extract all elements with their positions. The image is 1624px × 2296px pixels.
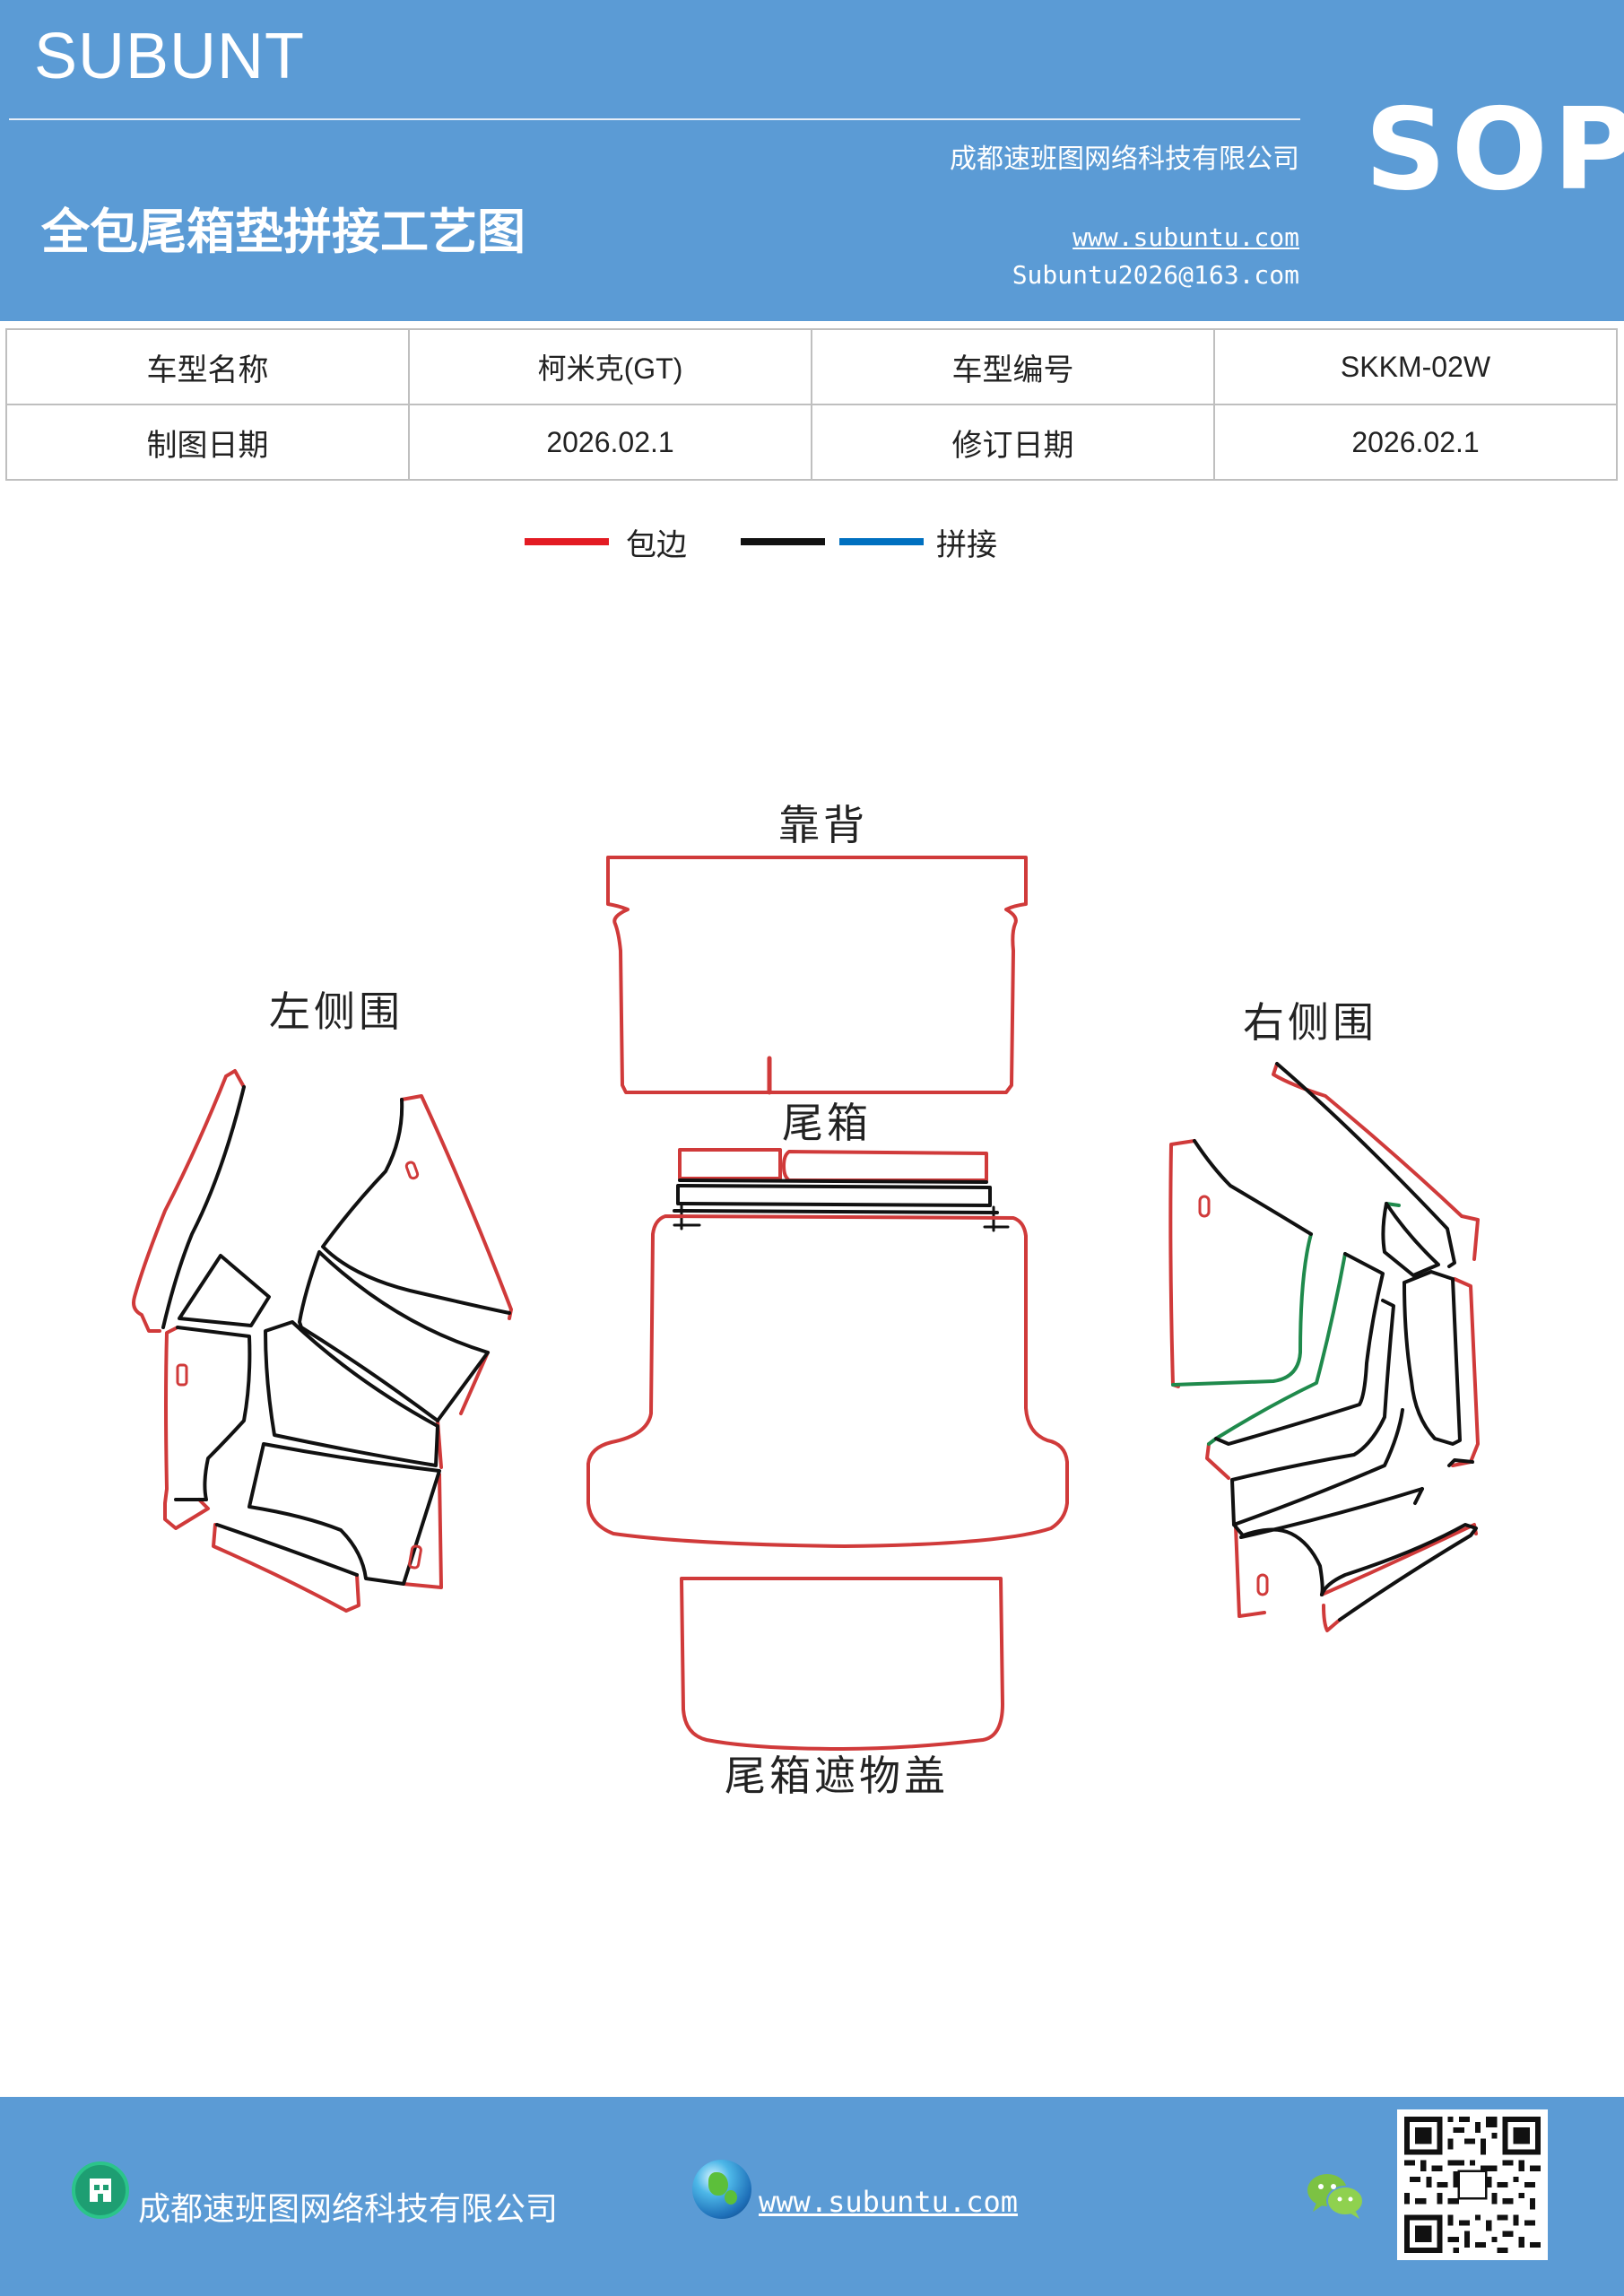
value-draw-date: 2026.02.1 [408,404,812,481]
label-right-side: 右侧围 [1243,998,1377,1047]
label-cover: 尾箱遮物盖 [725,1752,949,1800]
header-banner: SUBUNT 成都速班图网络科技有限公司 全包尾箱垫拼接工艺图 www.subu… [0,0,1624,321]
qr-code[interactable] [1397,2109,1548,2260]
legend: 包边 拼接 [0,520,1624,574]
footer-website-link[interactable]: www.subuntu.com [759,2185,1018,2219]
company-name: 成都速班图网络科技有限公司 [950,144,1299,175]
brand-name: SUBUNT [34,21,306,92]
label-trunk: 尾箱 [782,1099,872,1147]
left-side-panel [132,1069,513,1613]
value-model-name: 柯米克(GT) [408,328,812,405]
label-revision-date: 修订日期 [811,404,1215,481]
label-model-name: 车型名称 [5,328,410,405]
table-row: 制图日期 2026.02.1 修订日期 2026.02.1 [5,404,1618,481]
document-title: 全包尾箱垫拼接工艺图 [41,203,525,260]
building-icon [72,2161,129,2219]
label-draw-date: 制图日期 [5,404,410,481]
backrest-piece [606,856,1028,1095]
legend-label-seam: 拼接 [936,527,997,563]
sop-badge: SOP [1365,83,1624,215]
cargo-cover-piece [680,1577,1004,1751]
footer-company-name: 成都速班图网络科技有限公司 [138,2191,559,2228]
footer-banner: 成都速班图网络科技有限公司 www.subuntu.com [0,2097,1624,2296]
mat-layout-diagram: 靠背 左侧围 右侧围 尾箱 尾箱遮物盖 [132,801,1480,1800]
value-revision-date: 2026.02.1 [1213,404,1618,481]
table-row: 车型名称 柯米克(GT) 车型编号 SKKM-02W [5,328,1618,405]
legend-label-edge: 包边 [626,527,687,563]
trunk-floor-piece [586,1214,1069,1548]
legend-swatch-seam [839,538,924,545]
legend-swatch-black [741,538,825,545]
right-side-panel [1168,1062,1480,1632]
legend-swatch-edge [525,538,609,545]
email-address[interactable]: Subuntu2026@163.com [1012,260,1299,290]
label-model-code: 车型编号 [811,328,1215,405]
label-backrest: 靠背 [778,801,868,849]
wechat-icon[interactable] [1304,2169,1367,2222]
header-divider [9,118,1300,120]
value-model-code: SKKM-02W [1213,328,1618,405]
globe-icon [692,2160,751,2219]
website-link[interactable]: www.subuntu.com [1073,222,1299,252]
vehicle-info-table: 车型名称 柯米克(GT) 车型编号 SKKM-02W 制图日期 2026.02.… [5,328,1618,481]
label-left-side: 左侧围 [269,987,404,1036]
